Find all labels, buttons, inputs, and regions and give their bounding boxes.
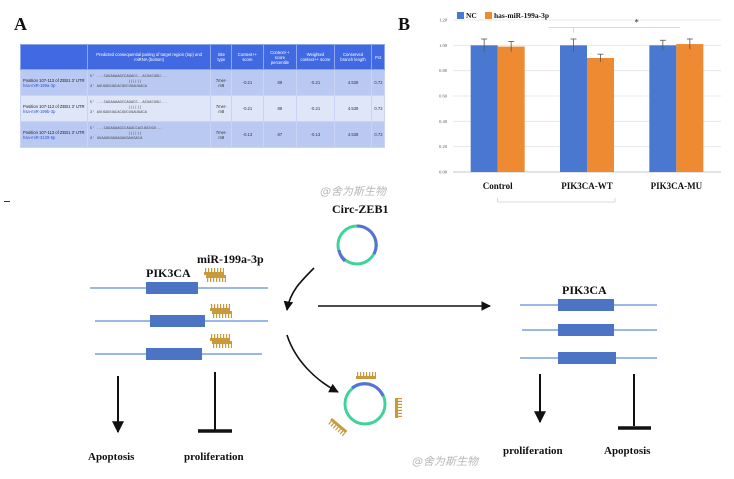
table-header-cell: Site type xyxy=(210,44,233,70)
percentile-cell: 89 xyxy=(262,69,298,96)
percentile-cell: 89 xyxy=(262,95,298,122)
table-header-row: Predicted consequential pairing of targe… xyxy=(20,44,385,70)
legend-label: has-miR-199a-3p xyxy=(494,11,549,20)
dash-mark xyxy=(4,201,10,202)
panel-a-letter: A xyxy=(14,14,27,34)
mirna-seq: 3' AUUGGUUACACGUCUGAUGACA xyxy=(89,111,147,115)
site-type-cell[interactable]: 7mer-m8 xyxy=(210,95,233,122)
site-type-cell[interactable]: 7mer-m8 xyxy=(210,69,233,96)
site-type-cell[interactable]: 7mer-m8 xyxy=(210,121,233,148)
target-seq: 5' ...CAGAGAAGCCAGACCACUACUGU... xyxy=(89,127,163,131)
small-dot: . xyxy=(590,51,591,56)
utr-position: Position 107-113 of ZEB1 3' UTR xyxy=(23,77,85,83)
mirna-link[interactable]: hsa-miR-3129-5p xyxy=(23,134,56,140)
legend-swatch xyxy=(485,12,492,19)
branch-length-cell: 4.538 xyxy=(333,121,373,148)
mirna-link[interactable]: hsa-miR-199a-3p xyxy=(23,82,56,88)
target-seq: 5' ...CAGAGAAGCCAGACC--ACUACUGU... xyxy=(89,101,168,105)
target-seq: 5' ...CAGAGAAGCCAGACC--ACUACUGU... xyxy=(89,75,168,79)
context-score-cell: -0.21 xyxy=(231,69,264,96)
legend-swatch xyxy=(457,12,464,19)
bar-mir199a xyxy=(676,44,704,172)
table-header-cell: Context++ score percentile xyxy=(262,44,298,70)
proliferation-left-label: proliferation xyxy=(184,451,244,463)
y-tick-label: 0.40 xyxy=(439,119,448,124)
table-header-cell: Pct xyxy=(371,44,385,70)
mirna-icon xyxy=(210,334,230,341)
panel-b-letter: B xyxy=(398,14,411,34)
y-tick-label: 0.60 xyxy=(439,94,448,99)
pairing-cell: 5' ...CAGAGAAGCCAGACC--ACUACUGU...||||||… xyxy=(86,95,212,122)
right-mrna-group xyxy=(520,299,657,364)
sponge-arrow-down xyxy=(283,267,315,311)
watermark-top: @舍为斯生物 xyxy=(320,185,386,198)
y-tick-label: 1.20 xyxy=(439,18,448,23)
utr-position: Position 107-113 of ZEB1 3' UTR xyxy=(23,129,85,135)
pct-cell: 0.72 xyxy=(371,69,385,96)
gene-box xyxy=(150,315,205,327)
circ-zeb1-top xyxy=(336,224,378,266)
mirna-seq: 3' AUUGGUUACACGUCUGAUGACA xyxy=(89,85,147,89)
sponge-arrow-bottom xyxy=(286,334,339,393)
bar-mir199a xyxy=(587,58,614,172)
proliferation-right-label: proliferation xyxy=(503,445,563,457)
y-tick-label: 1.00 xyxy=(439,43,448,48)
pct-cell: 0.72 xyxy=(371,95,385,122)
gene-box xyxy=(558,299,614,311)
bar-nc xyxy=(649,45,677,173)
pct-cell: 0.72 xyxy=(371,121,385,148)
x-category-label: PIK3CA-MU xyxy=(651,181,703,191)
branch-length-cell: 4.538 xyxy=(333,95,373,122)
pairing-bars: |||||| xyxy=(127,80,142,84)
mirna-icon xyxy=(206,275,226,282)
bar-mir199a xyxy=(497,46,525,172)
mir-199a-label: miR-199a-3p xyxy=(197,252,264,266)
y-tick-label: 0.00 xyxy=(439,170,448,175)
gene-box xyxy=(146,282,198,294)
circ-zeb1-label: Circ-ZEB1 xyxy=(332,202,389,216)
utr-position: Position 107-113 of ZEB1 3' UTR xyxy=(23,103,85,109)
pairing-cell: 5' ...CAGAGAAGCCAGACCACUACUGU...||||||3'… xyxy=(86,121,212,148)
mirna-icon xyxy=(204,268,224,275)
pairing-bars: |||||| xyxy=(127,132,142,136)
apoptosis-left-label: Apoptosis xyxy=(88,451,135,463)
mirna-seq: 3' UUAAGUGAGAGAUGAUGACA xyxy=(89,137,143,141)
mirna-icon xyxy=(210,304,230,311)
table-header-cell: Weighted context++ score xyxy=(296,44,335,70)
bar-nc xyxy=(560,45,587,173)
y-tick-label: 0.80 xyxy=(439,68,448,73)
circ-zeb1-sponge xyxy=(327,372,402,437)
gene-box xyxy=(146,348,202,360)
weighted-score-cell: -0.21 xyxy=(296,95,335,122)
pik3ca-left-label: PIK3CA xyxy=(146,266,191,280)
mirna-link[interactable]: hsa-miR-199b-3p xyxy=(23,108,56,114)
y-tick-label: 0.20 xyxy=(439,144,448,149)
watermark-bottom: @舍为斯生物 xyxy=(412,455,478,468)
percentile-cell: 87 xyxy=(262,121,298,148)
mirna-icon xyxy=(212,311,232,318)
x-category-label: PIK3CA-WT xyxy=(561,181,613,191)
legend-label: NC xyxy=(466,11,477,20)
mirna-icon xyxy=(212,341,232,348)
bar-nc xyxy=(470,45,498,173)
significance-star: * xyxy=(634,18,639,28)
pairing-cell: 5' ...CAGAGAAGCCAGACC--ACUACUGU...||||||… xyxy=(86,69,212,96)
x-category-label: Control xyxy=(483,181,513,191)
pik3ca-right-label: PIK3CA xyxy=(562,283,607,297)
gene-box xyxy=(558,352,616,364)
pairing-bars: |||||| xyxy=(127,106,142,110)
left-mrna-group xyxy=(90,282,268,360)
target-prediction-table: Predicted consequential pairing of targe… xyxy=(20,44,385,148)
apoptosis-right-label: Apoptosis xyxy=(604,445,651,457)
gene-box xyxy=(558,324,614,336)
